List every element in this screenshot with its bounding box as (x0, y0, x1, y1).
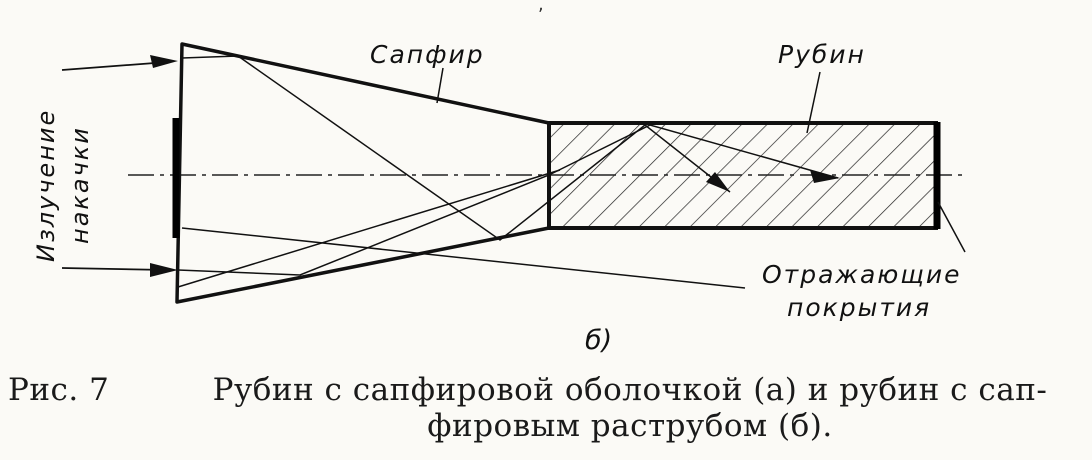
pump-arrow-top (61, 55, 178, 71)
pump-arrow-bottom (61, 263, 178, 277)
ruby-leader (806, 71, 821, 134)
ray-4 (181, 227, 746, 289)
caption-text: Рубин с сапфировой оболочкой (а) и рубин… (190, 372, 1070, 444)
label-ruby: Рубин (778, 40, 866, 69)
ruby-rod (549, 123, 936, 228)
caption-figure-number: Рис. 7 (8, 372, 110, 408)
sapphire-leader (436, 67, 444, 104)
ray-paths (177, 55, 839, 289)
sapphire-horn-outline (175, 42, 550, 304)
coatings-leader (937, 201, 966, 253)
ray-3 (177, 169, 561, 288)
label-pump-line2: накачки (66, 126, 94, 244)
ray-arrowhead-1 (706, 172, 730, 192)
label-coatings-line2: покрытия (787, 293, 931, 322)
caption-line-2: фировым раструбом (б). (427, 408, 833, 444)
label-pump-line1: Излучение (32, 109, 60, 262)
ray-arrowhead-2 (810, 170, 840, 183)
label-coatings-line1: Отражающие (762, 260, 962, 289)
ray-1 (181, 55, 731, 241)
ray-2 (177, 124, 839, 276)
label-sapphire: Сапфир (370, 40, 485, 69)
caption-line-1: Рубин с сапфировой оболочкой (а) и рубин… (212, 372, 1048, 408)
top-mark: , (538, 0, 544, 15)
panel-letter: б) (585, 325, 612, 356)
